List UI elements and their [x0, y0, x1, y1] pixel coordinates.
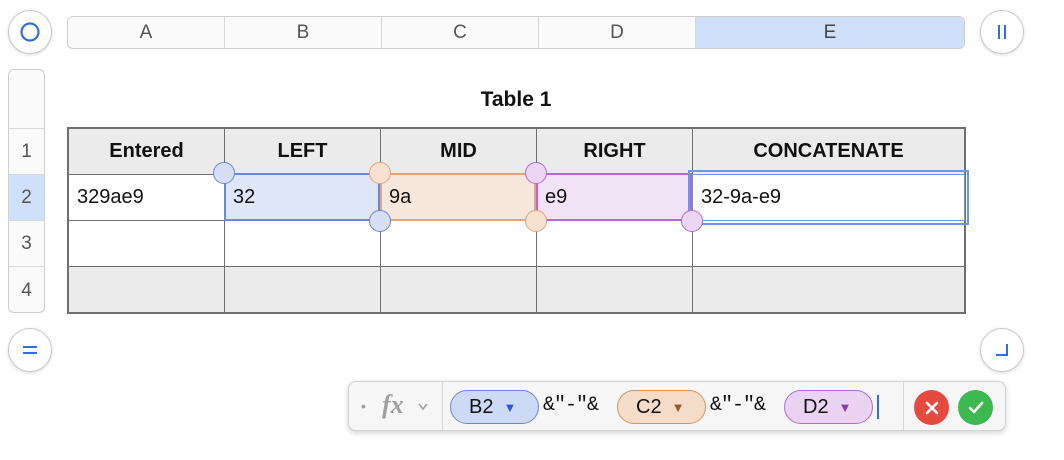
cell-e2[interactable]: 32-9a-e9 [693, 175, 964, 221]
formula-token-d2[interactable]: D2 ▼ [784, 390, 873, 424]
cell-c2[interactable]: 9a [381, 175, 537, 221]
column-header-d[interactable]: D [539, 17, 696, 48]
resize-corner-icon [996, 344, 1008, 356]
header-cell-right[interactable]: RIGHT [537, 129, 693, 175]
cell-b4[interactable] [225, 267, 381, 312]
circle-select-icon [20, 22, 40, 42]
cell-e4[interactable] [693, 267, 964, 312]
row-header-2[interactable]: 2 [9, 174, 44, 221]
table-title[interactable]: Table 1 [480, 88, 552, 111]
header-cell-concatenate[interactable]: CONCATENATE [693, 129, 964, 175]
table-grid: Entered LEFT MID RIGHT CONCATENATE 329ae… [67, 127, 966, 314]
header-cell-left[interactable]: LEFT [225, 129, 381, 175]
function-icon[interactable]: fx [382, 390, 404, 419]
cell-a2[interactable]: 329ae9 [69, 175, 225, 221]
row-header-bar: 1 2 3 4 [8, 69, 45, 313]
text-cursor [877, 395, 879, 419]
formula-token-label: C2 [636, 395, 662, 418]
chevron-down-icon[interactable] [417, 402, 429, 412]
column-header-e[interactable]: E [696, 17, 964, 48]
cell-b2[interactable]: 32 [225, 175, 381, 221]
range-handle-c2-top[interactable] [369, 162, 391, 184]
formula-token-b2[interactable]: B2 ▼ [450, 390, 539, 424]
column-header-c[interactable]: C [382, 17, 539, 48]
checkmark-icon [968, 401, 983, 413]
cell-d4[interactable] [537, 267, 693, 312]
cell-e3[interactable] [693, 221, 964, 267]
cell-a3[interactable] [69, 221, 225, 267]
formula-bar: • fx B2 ▼ &"-"& C2 ▼ &"-"& D2 ▼ [348, 381, 1006, 431]
formula-token-c2[interactable]: C2 ▼ [617, 390, 706, 424]
header-cell-entered[interactable]: Entered [69, 129, 225, 175]
column-header-b[interactable]: B [225, 17, 382, 48]
range-handle-d2-bottom[interactable] [681, 210, 703, 232]
cell-d2[interactable]: e9 [537, 175, 693, 221]
cell-c3[interactable] [381, 221, 537, 267]
resize-table-button[interactable] [980, 328, 1024, 372]
column-header-bar: A B C D E [67, 16, 965, 49]
row-header-1[interactable]: 1 [9, 128, 44, 175]
close-icon [925, 401, 938, 414]
formula-bar-divider [903, 382, 904, 430]
add-columns-button[interactable] [980, 10, 1024, 54]
cell-d3[interactable] [537, 221, 693, 267]
formula-token-label: D2 [803, 395, 829, 418]
row-header-4[interactable]: 4 [9, 266, 44, 312]
token-dropdown-icon[interactable]: ▼ [671, 399, 685, 415]
column-header-a[interactable]: A [68, 17, 225, 48]
add-rows-button[interactable] [8, 328, 52, 372]
token-dropdown-icon[interactable]: ▼ [838, 399, 852, 415]
cell-a4[interactable] [69, 267, 225, 312]
cell-b3[interactable] [225, 221, 381, 267]
formula-bar-divider [442, 382, 443, 430]
formula-token-label: B2 [469, 395, 494, 418]
accept-formula-button[interactable] [958, 390, 993, 425]
row-header-3[interactable]: 3 [9, 220, 44, 267]
equals-icon [23, 346, 37, 354]
formula-separator-1: &"-"& [543, 394, 599, 417]
select-table-button[interactable] [8, 10, 52, 54]
token-dropdown-icon[interactable]: ▼ [503, 399, 517, 415]
range-handle-b2-bottom[interactable] [369, 210, 391, 232]
cell-c4[interactable] [381, 267, 537, 312]
range-handle-b2-top[interactable] [213, 162, 235, 184]
header-cell-mid[interactable]: MID [381, 129, 537, 175]
pause-bars-icon [998, 25, 1006, 39]
range-handle-d2-top[interactable] [525, 162, 547, 184]
cancel-formula-button[interactable] [914, 390, 949, 425]
bullet-icon: • [361, 398, 366, 414]
range-handle-c2-bottom[interactable] [525, 210, 547, 232]
formula-separator-2: &"-"& [710, 394, 766, 417]
